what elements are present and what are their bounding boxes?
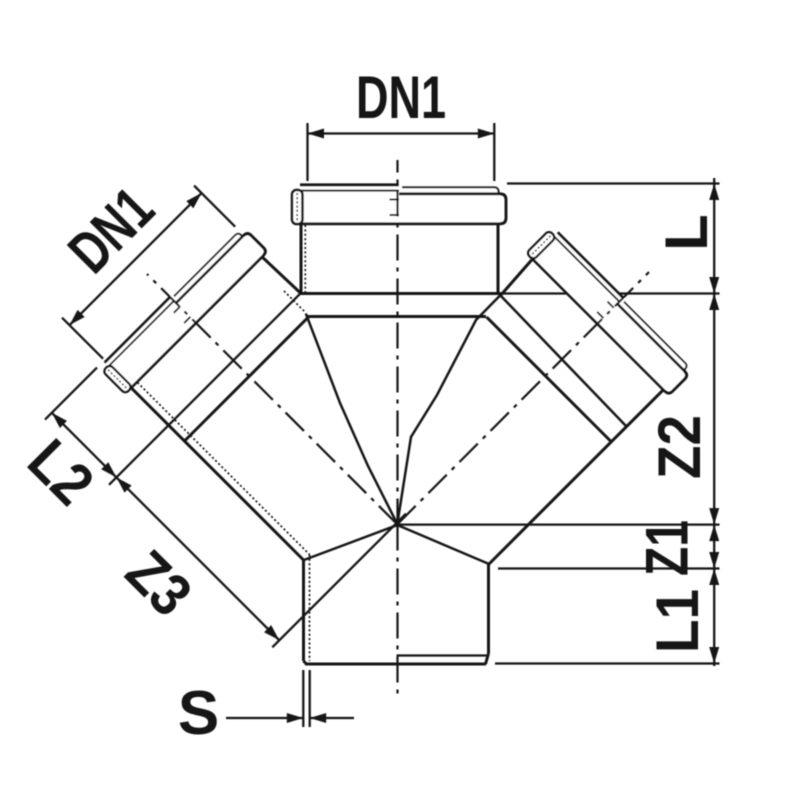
svg-text:L1: L1 [644,589,711,653]
svg-text:DN1: DN1 [356,64,446,131]
svg-text:L: L [653,214,720,251]
svg-text:Z2: Z2 [646,415,713,479]
svg-text:Z1: Z1 [634,520,701,576]
svg-text:S: S [178,679,219,748]
